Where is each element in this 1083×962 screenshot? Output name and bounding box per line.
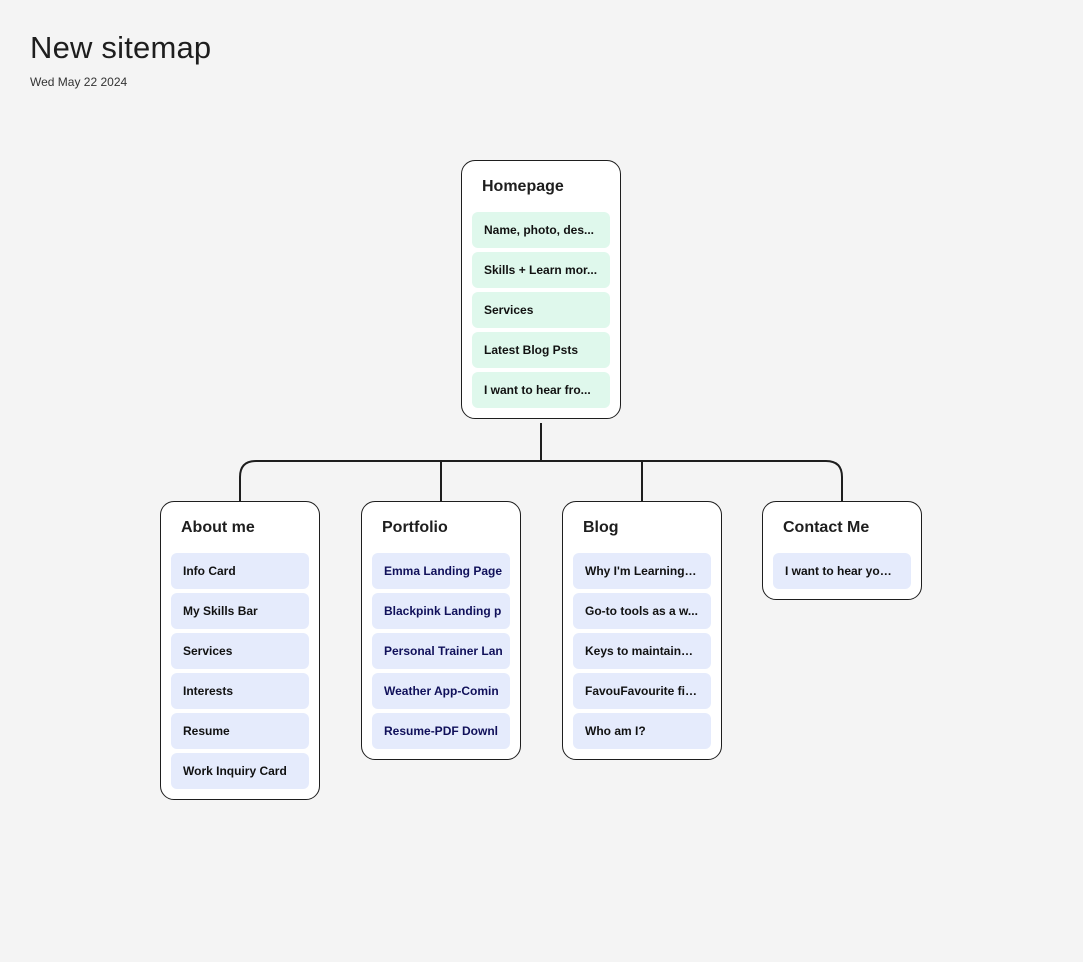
portfolio-item[interactable]: Emma Landing Page xyxy=(372,553,510,589)
blog-item[interactable]: Why I'm Learning t... xyxy=(573,553,711,589)
blog-item[interactable]: Keys to maintaing ... xyxy=(573,633,711,669)
homepage-card[interactable]: Homepage Name, photo, des... Skills + Le… xyxy=(461,160,621,419)
blog-card-title: Blog xyxy=(583,519,619,536)
about-me-item[interactable]: Work Inquiry Card xyxy=(171,753,309,789)
about-me-item[interactable]: Resume xyxy=(171,713,309,749)
portfolio-item[interactable]: Personal Trainer Lan xyxy=(372,633,510,669)
connector-branch-about xyxy=(239,460,541,501)
about-me-item[interactable]: Info Card xyxy=(171,553,309,589)
about-me-item[interactable]: Interests xyxy=(171,673,309,709)
about-me-card[interactable]: About me Info Card My Skills Bar Service… xyxy=(160,501,320,800)
contact-me-item[interactable]: I want to hear you ... xyxy=(773,553,911,589)
connector-branch-contact xyxy=(541,460,843,501)
about-me-card-title: About me xyxy=(181,519,255,536)
blog-item[interactable]: Who am I? xyxy=(573,713,711,749)
homepage-item[interactable]: Services xyxy=(472,292,610,328)
portfolio-card-title: Portfolio xyxy=(382,519,448,536)
homepage-item[interactable]: I want to hear fro... xyxy=(472,372,610,408)
contact-me-card[interactable]: Contact Me I want to hear you ... xyxy=(762,501,922,600)
blog-item[interactable]: FavouFavourite fic... xyxy=(573,673,711,709)
page-date: Wed May 22 2024 xyxy=(30,75,128,89)
page-title: New sitemap xyxy=(30,30,212,65)
homepage-item[interactable]: Latest Blog Psts xyxy=(472,332,610,368)
blog-item[interactable]: Go-to tools as a w... xyxy=(573,593,711,629)
portfolio-item[interactable]: Weather App-Comin xyxy=(372,673,510,709)
homepage-item[interactable]: Name, photo, des... xyxy=(472,212,610,248)
contact-me-card-title: Contact Me xyxy=(783,519,870,536)
blog-card[interactable]: Blog Why I'm Learning t... Go-to tools a… xyxy=(562,501,722,760)
portfolio-item[interactable]: Blackpink Landing p xyxy=(372,593,510,629)
portfolio-card[interactable]: Portfolio Emma Landing Page Blackpink La… xyxy=(361,501,521,760)
about-me-item[interactable]: My Skills Bar xyxy=(171,593,309,629)
homepage-card-title: Homepage xyxy=(482,178,564,195)
homepage-item[interactable]: Skills + Learn mor... xyxy=(472,252,610,288)
about-me-item[interactable]: Services xyxy=(171,633,309,669)
portfolio-item[interactable]: Resume-PDF Downl xyxy=(372,713,510,749)
